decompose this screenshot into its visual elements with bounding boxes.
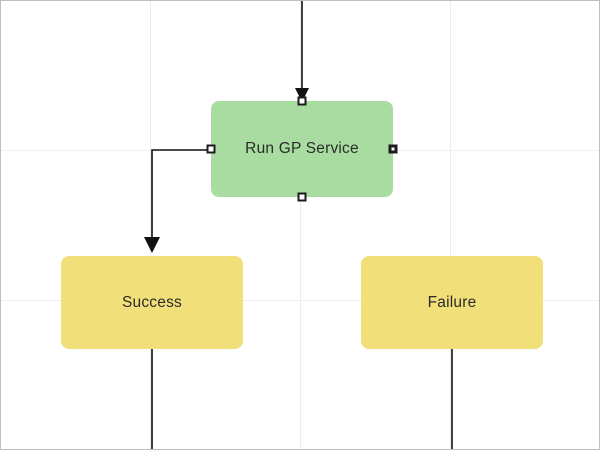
edge-service-to-success-arrowhead <box>144 237 160 253</box>
edge-service-to-success[interactable] <box>144 149 211 253</box>
edge-incoming-top-arrowhead <box>295 88 309 102</box>
handle-top-run-gp-service[interactable] <box>297 96 307 106</box>
node-success-label: Success <box>122 293 182 311</box>
node-success[interactable]: Success <box>61 256 243 349</box>
node-failure-label: Failure <box>427 293 477 311</box>
edge-service-to-success-line <box>151 149 211 242</box>
node-run-gp-service-label: Run GP Service <box>245 140 359 157</box>
handle-right-run-gp-service[interactable] <box>388 144 398 154</box>
node-run-gp-service[interactable]: Run GP Service <box>206 96 398 202</box>
node-failure[interactable]: Failure <box>361 256 543 349</box>
handle-bottom-run-gp-service[interactable] <box>297 192 307 202</box>
handle-left-run-gp-service[interactable] <box>206 144 216 154</box>
edge-incoming-top[interactable] <box>295 1 309 102</box>
